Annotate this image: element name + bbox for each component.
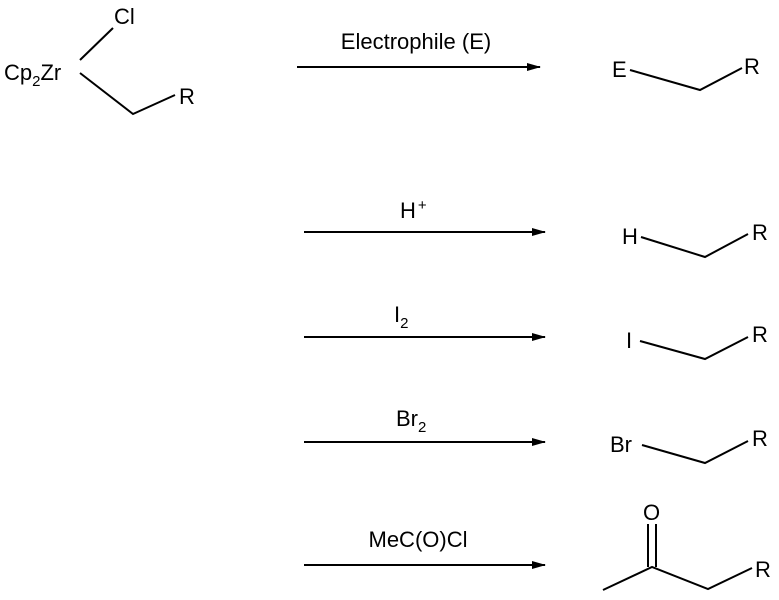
reagent-label: MeC(O)Cl: [369, 527, 468, 552]
product-bond: [641, 440, 749, 465]
product-r-label: R: [752, 322, 768, 347]
r-group-label: R: [179, 84, 195, 109]
reaction-iodination: I2 I R: [304, 302, 768, 361]
reactant-alkylzirconocene: Cp2Zr Cl R: [4, 4, 195, 116]
cp-label: Cp2Zr: [4, 60, 61, 90]
product-group-label: Br: [610, 432, 632, 457]
product-bond: [639, 336, 749, 361]
product-r-label: R: [744, 54, 760, 79]
product-r-label: R: [752, 220, 768, 245]
product-group-label: H: [622, 224, 638, 249]
reagent-label: Br2: [396, 406, 426, 436]
reaction-bromination: Br2 Br R: [304, 406, 768, 465]
alkyl-chain-bond: [79, 72, 176, 116]
reaction-acylation: MeC(O)Cl O R: [304, 500, 771, 591]
product-bond: [602, 565, 753, 591]
reagent-label: H+: [400, 197, 427, 223]
reaction-protonation: H+ H R: [304, 197, 768, 259]
product-bond: [629, 67, 743, 92]
zr-cl-bond: [79, 27, 114, 61]
reaction-electrophile: Electrophile (E) E R: [297, 29, 760, 92]
product-r-label: R: [752, 426, 768, 451]
chloride-label: Cl: [114, 4, 135, 29]
reagent-label: I2: [394, 302, 408, 332]
product-bond: [640, 233, 749, 259]
product-group-label: E: [612, 57, 627, 82]
carbonyl-oxygen-label: O: [643, 500, 660, 525]
product-r-label: R: [755, 557, 771, 582]
reagent-label: Electrophile (E): [341, 29, 491, 54]
product-group-label: I: [626, 328, 632, 353]
